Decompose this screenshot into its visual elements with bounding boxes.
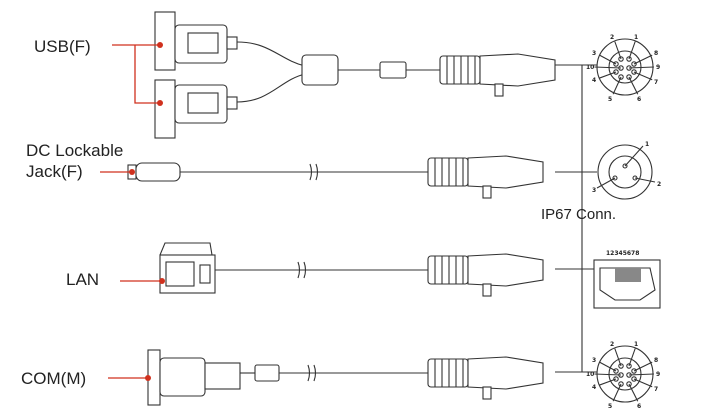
pin-label: 5: [608, 96, 612, 103]
ip67-plug: [439, 53, 556, 97]
ip67-plug: [427, 356, 544, 400]
pin-label: 1: [634, 341, 638, 348]
pin-label: 9: [656, 371, 660, 378]
pin-label: 7: [654, 386, 658, 393]
com-label: COM(M): [21, 369, 87, 388]
ip67-bus-line: [555, 64, 597, 373]
pin-label: 7: [654, 79, 658, 86]
dc-jack-label-line2: Jack(F): [26, 162, 83, 181]
pin-label: 2: [610, 34, 614, 41]
usb-label: USB(F): [34, 37, 91, 56]
three-pin-connector: 1 2 3: [592, 141, 661, 200]
pin-label: 1: [634, 34, 638, 41]
pin-label: 10: [586, 371, 594, 378]
pin-label: 5: [608, 403, 612, 410]
ip67-plug: [427, 253, 544, 297]
pin-label: 6: [637, 96, 641, 103]
pin-label: 10: [586, 64, 594, 71]
pin-label: 2: [610, 341, 614, 348]
ten-pin-connector-bottom: 1 2 3 4 5 6 7 8 9 10: [586, 341, 660, 410]
lan-connector: [159, 242, 428, 294]
lan-label: LAN: [66, 270, 100, 289]
pin-label: 3: [592, 357, 596, 364]
pin-label: 3: [592, 50, 596, 57]
ip67-label: IP67 Conn.: [541, 206, 617, 223]
pin-label: 4: [592, 384, 596, 391]
ip67-plug: [427, 155, 544, 199]
pin-label: 1: [645, 141, 649, 148]
pin-label: 8: [654, 357, 658, 364]
pin-label: 4: [592, 77, 596, 84]
pin-label: 8: [654, 50, 658, 57]
pin-label: 2: [657, 181, 661, 188]
leader-lines: [100, 42, 165, 381]
com-connector: [147, 349, 428, 406]
pin-label: 6: [637, 403, 641, 410]
pin-label: 3: [592, 187, 596, 194]
usb-connectors: [154, 11, 440, 139]
ten-pin-connector-top: 1 2 3 4 5 6 7 8 9 10: [586, 34, 660, 103]
dc-jack-label-line1: DC Lockable: [26, 141, 124, 160]
rj45-pinout: 12345678: [593, 250, 661, 309]
pin-label: 9: [656, 64, 660, 71]
dc-jack-connector: [127, 162, 428, 182]
rj45-pin-labels: 12345678: [606, 250, 639, 257]
